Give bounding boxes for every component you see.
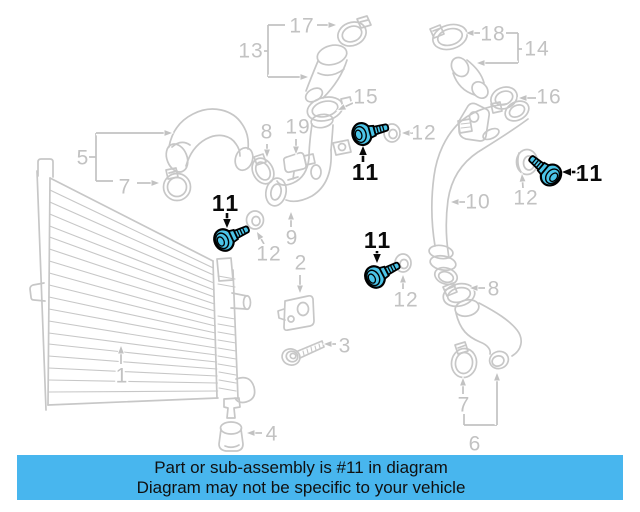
part-number-label-12-mid: 12 [411,122,436,145]
callout-15: 15 [335,84,380,111]
part-number-label-4: 4 [266,423,279,446]
clamp-part-18 [429,23,468,51]
part-number-label-9: 9 [286,227,299,250]
callout-6: 6 [463,370,502,458]
callout-11-upper-left: 11 [210,188,240,231]
part-number-label-3: 3 [339,335,352,358]
callout-8-top: 8 [259,119,274,160]
part-number-label-15: 15 [353,86,378,109]
callout-18: 18 [463,21,519,63]
callout-12-right: 12 [511,171,540,212]
sensor-part-19 [282,151,316,181]
part-number-label-12-left: 12 [256,243,281,266]
part-number-label-12-right: 12 [513,187,538,210]
part-number-label-19: 19 [285,116,310,139]
part-number-label-5: 5 [77,147,90,170]
highlighted-part-11-bolt-1 [351,121,390,147]
clamp-part-8-top [251,153,275,185]
part-number-label-10: 10 [465,191,490,214]
callout-7-left: 7 [117,174,133,201]
radiator-tank-hatch [217,275,237,392]
callout-12-left: 12 [254,230,283,268]
part-number-label-17: 17 [289,15,314,38]
part-number-label-11-right: 11 [576,160,604,186]
callout-11-bottom: 11 [362,225,392,266]
part-number-label-8-right: 8 [488,278,501,301]
part-number-label-16: 16 [536,86,561,109]
clamp-part-7-left [162,167,192,202]
banner-line-2: Diagram may not be specific to your vehi… [136,478,466,497]
highlighted-part-11-bolt-3 [528,155,563,187]
highlighted-part-11-bolt-4 [364,261,401,289]
callout-13: 13 [236,25,311,82]
callout-11-right: 11 [559,158,604,188]
part-number-label-7-left: 7 [119,176,132,199]
part-number-label-11-mid-left: 11 [352,159,380,185]
part-number-label-6: 6 [469,433,482,456]
callout-3: 3 [321,333,352,360]
bracket-part-2 [277,294,315,332]
callout-11-mid-left: 11 [350,143,380,187]
callout-5: 5 [75,128,175,188]
callout-14: 14 [474,36,551,68]
callout-4: 4 [244,421,279,448]
hose-part-6 [454,298,522,370]
callout-1: 1 [114,343,129,390]
part-number-label-11-bottom: 11 [364,227,392,253]
hose-part-14 [450,56,489,100]
info-banner: Part or sub-assembly is #11 in diagram D… [17,455,623,500]
clamp-part-16 [490,86,518,114]
highlighted-part-11-bolt-2 [213,225,250,252]
part-number-label-8-top: 8 [261,121,274,144]
part-number-label-13: 13 [238,40,263,63]
radiator-part-1 [29,158,256,419]
hose-part-5 [165,108,254,173]
part-number-label-7-bottom: 7 [458,394,471,417]
screw-part-3 [281,340,325,366]
callout-17: 17 [268,13,339,40]
clamp-part-17 [337,15,372,47]
part-number-label-1: 1 [116,365,129,388]
highlighted-parts-layer [213,121,563,289]
callout-16: 16 [516,84,563,111]
grommet-part-12-left [245,210,265,230]
pipe-part-10 [428,100,530,286]
callout-7-bottom: 7 [456,375,471,419]
part-number-label-14: 14 [524,38,549,61]
mount-part-4 [218,421,244,452]
part-number-label-12-bottom: 12 [393,289,418,312]
callout-12-mid: 12 [399,120,438,147]
callout-8-right: 8 [467,276,501,303]
radiator-fins [47,189,219,393]
callout-2: 2 [293,250,308,296]
clamp-part-8-right [442,282,476,308]
pipe-part-9 [264,113,352,207]
callout-19: 19 [283,114,312,157]
clamp-part-7-bottom [450,341,478,379]
callout-12-bottom: 12 [391,272,420,314]
banner-line-1: Part or sub-assembly is #11 in diagram [154,457,448,477]
part-number-label-18: 18 [480,23,505,46]
callout-10: 10 [448,189,492,216]
part-number-label-2: 2 [295,252,308,275]
hose-part-13 [304,44,348,103]
callout-9: 9 [284,209,299,252]
part-number-label-11-upper-left: 11 [212,190,240,216]
